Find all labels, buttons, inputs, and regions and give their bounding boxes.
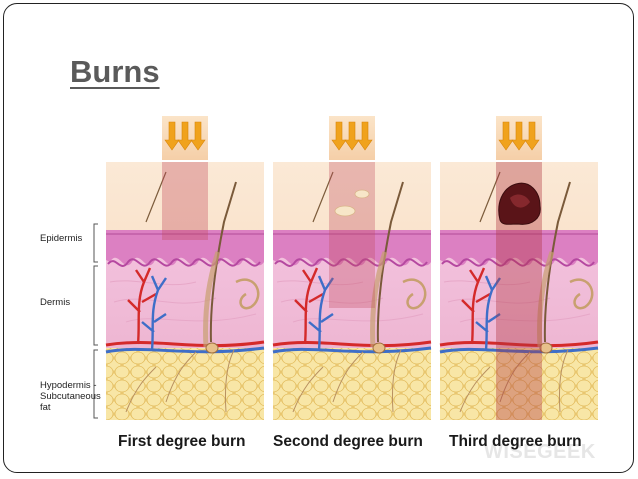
slide-title: Burns [70,54,160,89]
hypodermis-label: Hypodermis - Subcutaneous fat [40,380,101,413]
watermark-logo: WISEGEEK [484,441,596,463]
first-degree-caption: First degree burn [118,433,246,450]
blister-icon [334,205,356,217]
dermis-label: Dermis [40,297,71,308]
epidermis-bracket [93,223,98,263]
hypodermis-bracket [93,349,98,419]
hypodermis-label-line3: fat [40,402,51,413]
first-degree-panel [106,162,264,420]
epidermis-label: Epidermis [40,233,83,244]
burn-zone [329,162,375,308]
hypodermis-label-line1: Hypodermis - [40,380,97,391]
heat-arrows-icon [495,115,543,161]
third-degree-caption: Third degree burn [449,433,582,450]
second-degree-panel [273,162,431,420]
second-degree-caption: Second degree burn [273,433,423,450]
heat-arrows-icon [161,115,209,161]
hypodermis-label-line2: Subcutaneous [40,391,101,402]
blister-icon [354,189,370,199]
burn-zone [162,162,208,240]
heat-arrows-icon [328,115,376,161]
third-degree-panel [440,162,598,420]
dermis-bracket [93,265,98,346]
